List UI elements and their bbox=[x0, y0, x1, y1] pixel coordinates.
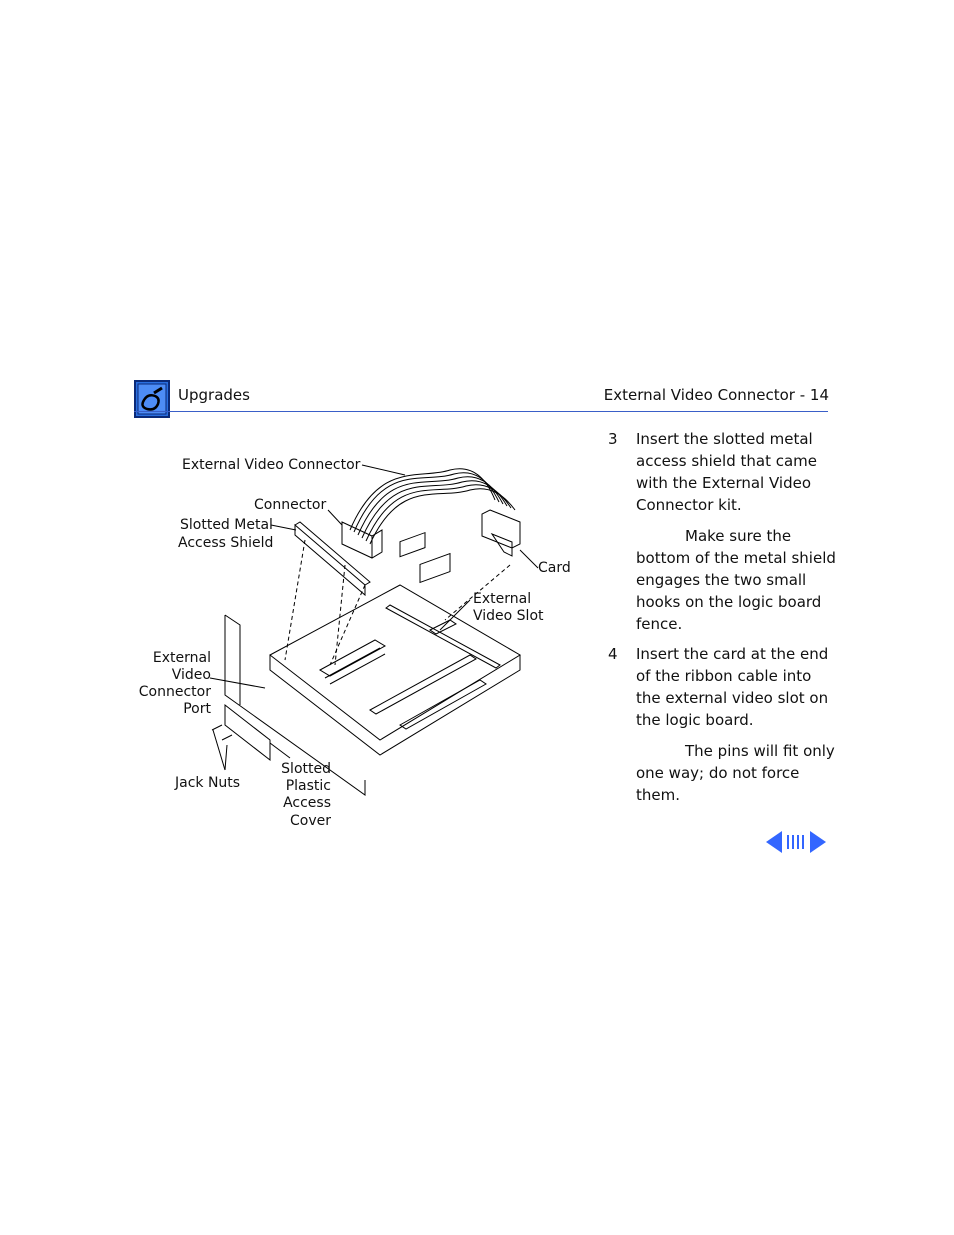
step-number: 4 bbox=[608, 645, 618, 663]
label-cover-slotted: Slotted bbox=[281, 761, 331, 777]
label-cover-plastic: Plastic bbox=[285, 778, 331, 794]
step-note: The pins will fit only one way; do not f… bbox=[636, 742, 835, 804]
label-jack-nuts: Jack Nuts bbox=[175, 775, 241, 791]
service-logo-icon bbox=[134, 380, 170, 418]
left-arrow-icon[interactable] bbox=[766, 831, 782, 853]
label-port-video: Video bbox=[171, 667, 211, 683]
label-slotted-metal: Slotted Metal bbox=[180, 517, 273, 533]
label-cover-access: Access bbox=[283, 795, 331, 811]
label-port-port: Port bbox=[183, 701, 211, 717]
label-external-video-connector: External Video Connector bbox=[182, 457, 361, 473]
step-text: Insert the slotted metal access shield t… bbox=[636, 430, 817, 514]
label-cover-cover: Cover bbox=[290, 813, 331, 829]
page-index-icon bbox=[787, 835, 804, 849]
label-connector: Connector bbox=[254, 497, 327, 513]
right-arrow-icon[interactable] bbox=[810, 831, 826, 853]
label-access-shield: Access Shield bbox=[178, 535, 274, 551]
header-divider bbox=[134, 411, 828, 412]
label-card: Card bbox=[538, 560, 571, 576]
ribbon-cable bbox=[349, 468, 516, 545]
memory-slots bbox=[318, 639, 387, 685]
page-navigation bbox=[764, 829, 828, 855]
logic-board-illustration bbox=[209, 464, 539, 796]
section-title: Upgrades bbox=[178, 386, 250, 404]
label-port-external: External bbox=[152, 650, 211, 666]
label-port-connector: Connector bbox=[138, 684, 211, 700]
step-text: Insert the card at the end of the ribbon… bbox=[636, 645, 829, 729]
step-note: Make sure the bottom of the metal shield… bbox=[636, 527, 836, 633]
page-title: External Video Connector - 14 bbox=[603, 386, 829, 404]
label-external: External bbox=[473, 591, 532, 607]
step-number: 3 bbox=[608, 430, 618, 448]
label-video-slot: Video Slot bbox=[473, 608, 544, 624]
